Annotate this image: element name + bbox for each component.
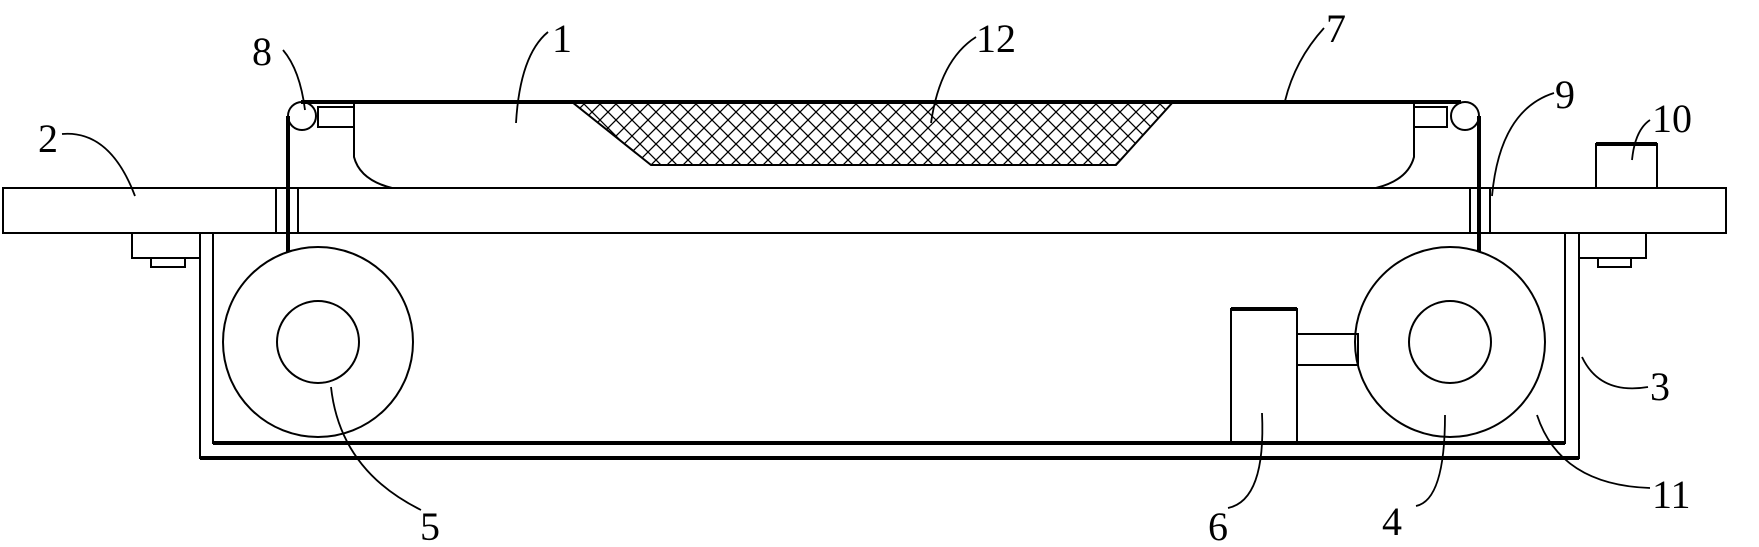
label-2: 2 xyxy=(38,116,58,161)
bolt-left xyxy=(131,232,201,268)
motor-6 xyxy=(1230,308,1298,444)
mesh-12 xyxy=(569,101,1176,166)
connector-left xyxy=(317,106,355,128)
connector-right xyxy=(1413,106,1448,128)
label-10: 10 xyxy=(1652,96,1692,141)
label-8: 8 xyxy=(252,29,272,74)
label-11: 11 xyxy=(1652,472,1691,517)
label-5: 5 xyxy=(420,504,440,547)
block-10 xyxy=(1595,143,1658,189)
label-7: 7 xyxy=(1326,6,1346,51)
bar-2 xyxy=(2,187,1727,234)
motor-shaft xyxy=(1296,333,1359,366)
pulley-9 xyxy=(1450,101,1480,131)
left-wheel-5 xyxy=(222,246,414,438)
label-9: 9 xyxy=(1555,72,1575,117)
pulley-8 xyxy=(287,101,317,131)
label-6: 6 xyxy=(1208,504,1228,547)
leader-lines xyxy=(61,27,1651,511)
label-12: 12 xyxy=(976,16,1016,61)
inner-tank-11 xyxy=(212,233,1566,444)
right-wheel-4 xyxy=(1354,246,1546,438)
label-1: 1 xyxy=(552,16,572,61)
body-1 xyxy=(353,102,1415,189)
label-3: 3 xyxy=(1650,364,1670,409)
box-3 xyxy=(199,233,1580,459)
bolt-right xyxy=(1578,232,1647,268)
label-4: 4 xyxy=(1382,499,1402,544)
